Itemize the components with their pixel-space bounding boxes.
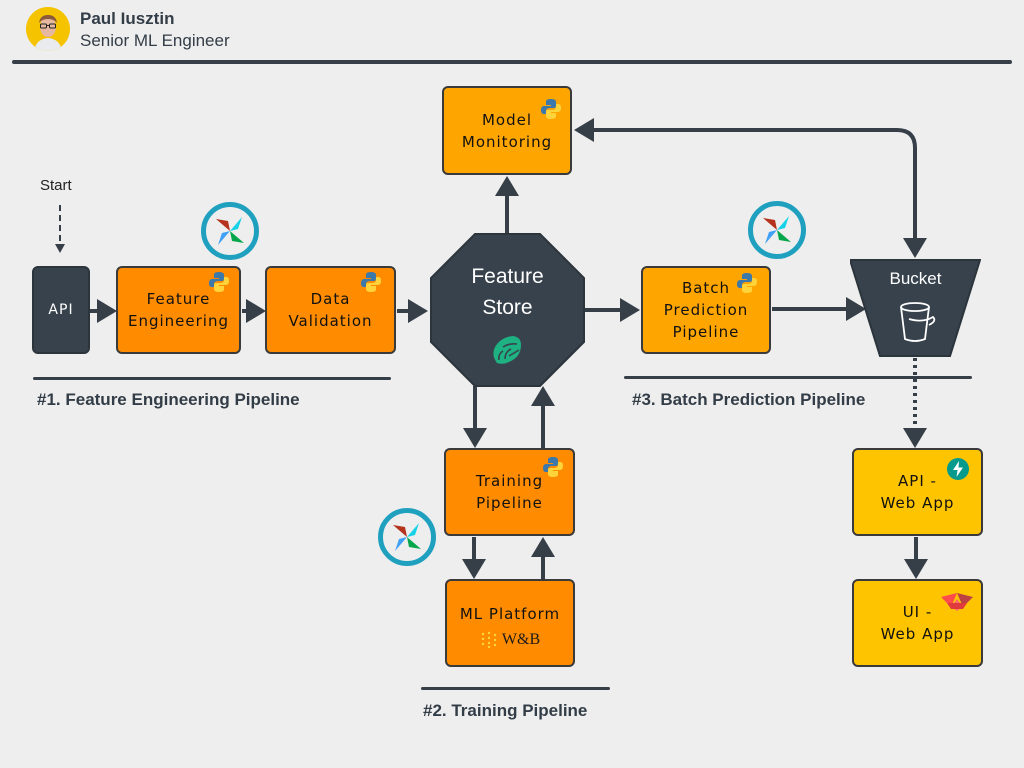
python-icon bbox=[209, 272, 229, 292]
airflow-pinwheel-icon bbox=[763, 216, 791, 244]
wandb-label: W&B bbox=[501, 631, 541, 648]
section-divider-training bbox=[421, 687, 610, 690]
node-ml-platform-label: ML Platform bbox=[459, 605, 561, 623]
node-feature-engineering-label: Feature Engineering bbox=[128, 290, 229, 330]
section-divider-batch bbox=[624, 376, 972, 379]
node-ml-platform[interactable]: ML Platform W&B bbox=[445, 579, 575, 667]
node-data-validation-label: Data Validation bbox=[288, 290, 373, 330]
section-divider-feature bbox=[33, 377, 391, 380]
airflow-icon bbox=[201, 202, 259, 260]
airflow-pinwheel-icon bbox=[393, 523, 421, 551]
hopsworks-icon bbox=[493, 336, 521, 364]
node-batch-prediction-label: Batch Prediction Pipeline bbox=[663, 279, 749, 341]
author-role: Senior ML Engineer bbox=[80, 31, 230, 50]
airflow-pinwheel-icon bbox=[216, 217, 244, 245]
streamlit-icon bbox=[941, 593, 973, 611]
section-title-batch-pipeline: #3. Batch Prediction Pipeline bbox=[632, 390, 866, 409]
node-api-label: API bbox=[48, 302, 74, 318]
python-icon bbox=[543, 457, 563, 477]
header-divider bbox=[12, 60, 1012, 64]
airflow-icon bbox=[748, 201, 806, 259]
fastapi-icon bbox=[947, 458, 969, 480]
airflow-icon bbox=[378, 508, 436, 566]
node-ui-web-app-label: UI - Web App bbox=[880, 603, 955, 643]
node-api-web-app-label: API - Web App bbox=[880, 472, 955, 512]
python-icon bbox=[541, 99, 561, 119]
edge-monitoring-bucket-loop bbox=[574, 118, 917, 252]
node-data-validation[interactable]: Data Validation bbox=[265, 266, 396, 354]
node-bucket-label: Bucket bbox=[889, 269, 942, 288]
node-training-pipeline[interactable]: Training Pipeline bbox=[444, 448, 575, 536]
start-label: Start bbox=[40, 177, 72, 194]
bucket-icon bbox=[900, 302, 936, 342]
bucket-trapezoid bbox=[850, 259, 981, 357]
wandb-icon bbox=[481, 631, 497, 649]
node-model-monitoring-label: Model Monitoring bbox=[461, 110, 553, 151]
node-feature-store-label: Feature Store bbox=[471, 265, 544, 319]
python-icon bbox=[737, 273, 757, 293]
section-title-training-pipeline: #2. Training Pipeline bbox=[423, 701, 588, 720]
node-api-web-app[interactable]: API - Web App bbox=[852, 448, 983, 536]
feature-store-octagon bbox=[430, 233, 585, 387]
section-title-feature-pipeline: #1. Feature Engineering Pipeline bbox=[37, 390, 300, 409]
wandb-logo: W&B bbox=[480, 629, 540, 651]
node-api[interactable]: API bbox=[32, 266, 90, 354]
node-feature-store[interactable]: Feature Store bbox=[430, 233, 585, 387]
node-batch-prediction[interactable]: Batch Prediction Pipeline bbox=[641, 266, 771, 354]
python-icon bbox=[361, 272, 381, 292]
avatar-portrait-icon bbox=[26, 7, 70, 51]
avatar bbox=[26, 7, 70, 51]
node-training-pipeline-label: Training Pipeline bbox=[475, 472, 544, 512]
node-ui-web-app[interactable]: UI - Web App bbox=[852, 579, 983, 667]
author-name: Paul Iusztin bbox=[80, 9, 175, 28]
node-bucket[interactable]: Bucket bbox=[850, 259, 981, 357]
